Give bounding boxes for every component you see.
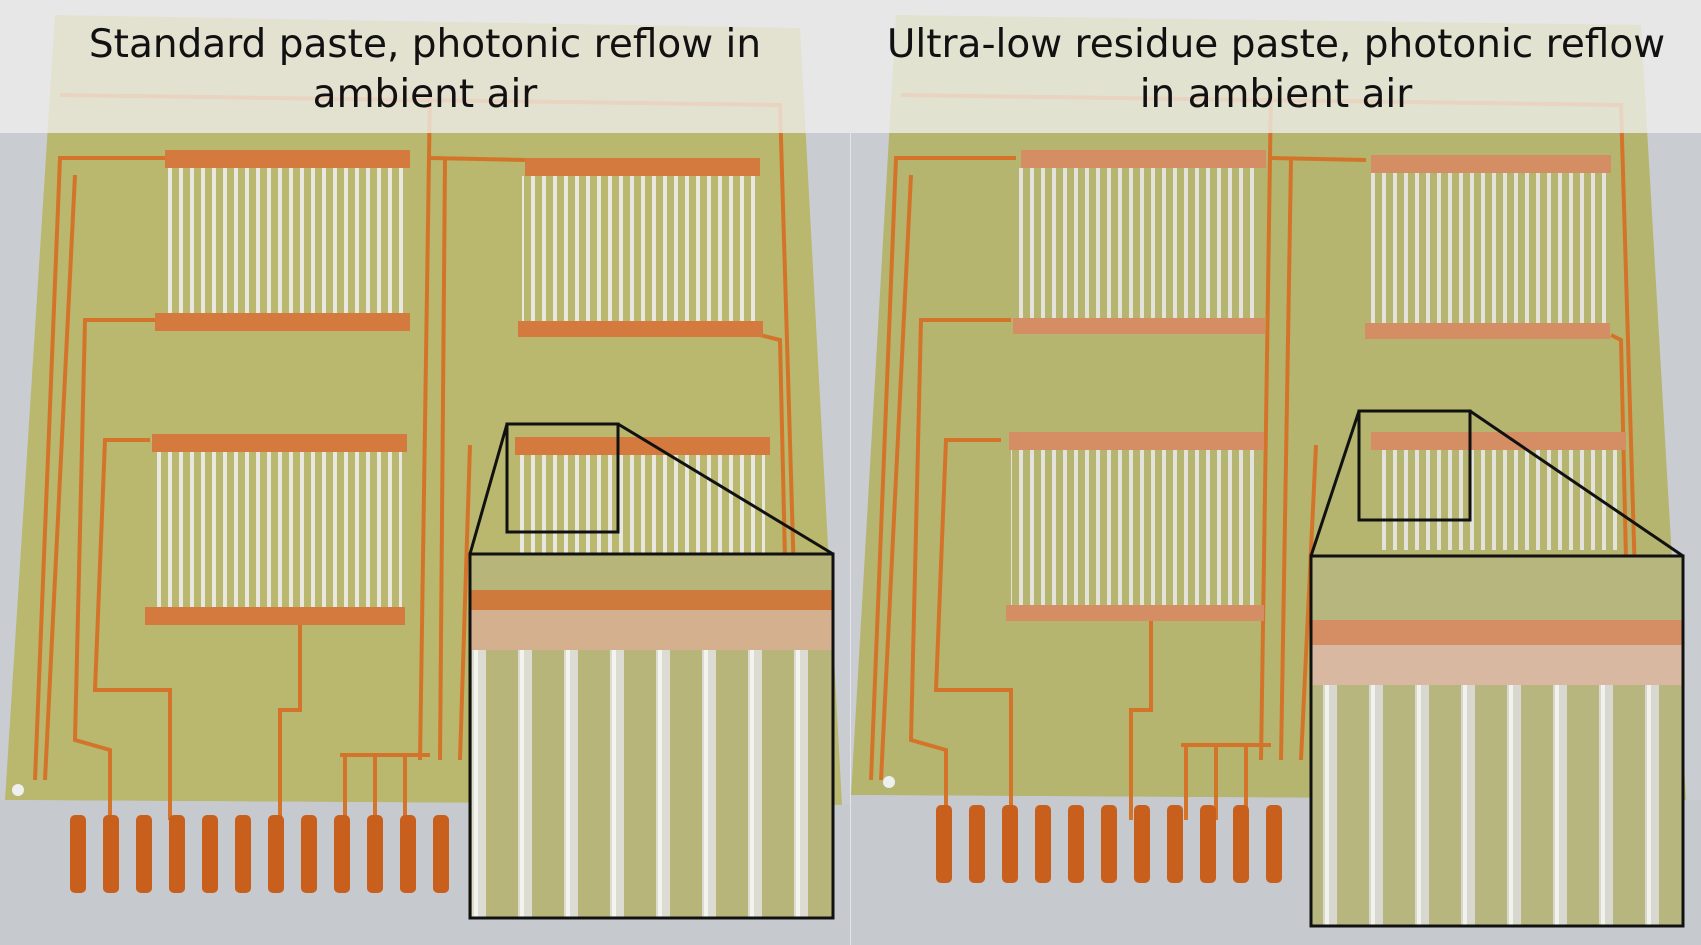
copper-traces xyxy=(33,89,802,820)
panel-caption: Standard paste, photonic reflow in ambie… xyxy=(0,20,850,120)
pcb-photo-ultra-low-residue xyxy=(851,15,1701,945)
caption-band xyxy=(0,0,850,133)
panel-ultra-low-residue-paste: Ultra-low residue paste, photonic reflow… xyxy=(851,0,1701,945)
pcb-photo-standard xyxy=(0,15,850,945)
zoom-source-box xyxy=(1357,409,1472,522)
caption-line: in ambient air xyxy=(1139,72,1413,117)
panel-standard-paste: Standard paste, photonic reflow in ambie… xyxy=(0,0,850,945)
zoom-source-box xyxy=(505,422,620,534)
zoom-callout-inset xyxy=(468,552,835,920)
caption-line: Standard paste, photonic reflow in xyxy=(88,22,762,67)
edge-connector-pads xyxy=(70,815,449,893)
caption-band xyxy=(851,0,1701,133)
caption-line: ambient air xyxy=(312,72,538,117)
zoom-callout-inset xyxy=(1309,554,1685,928)
edge-connector-pads xyxy=(936,805,1282,883)
panel-divider xyxy=(850,0,851,945)
caption-line: Ultra-low residue paste, photonic reflow xyxy=(886,22,1666,67)
panel-caption: Ultra-low residue paste, photonic reflow… xyxy=(851,20,1701,120)
